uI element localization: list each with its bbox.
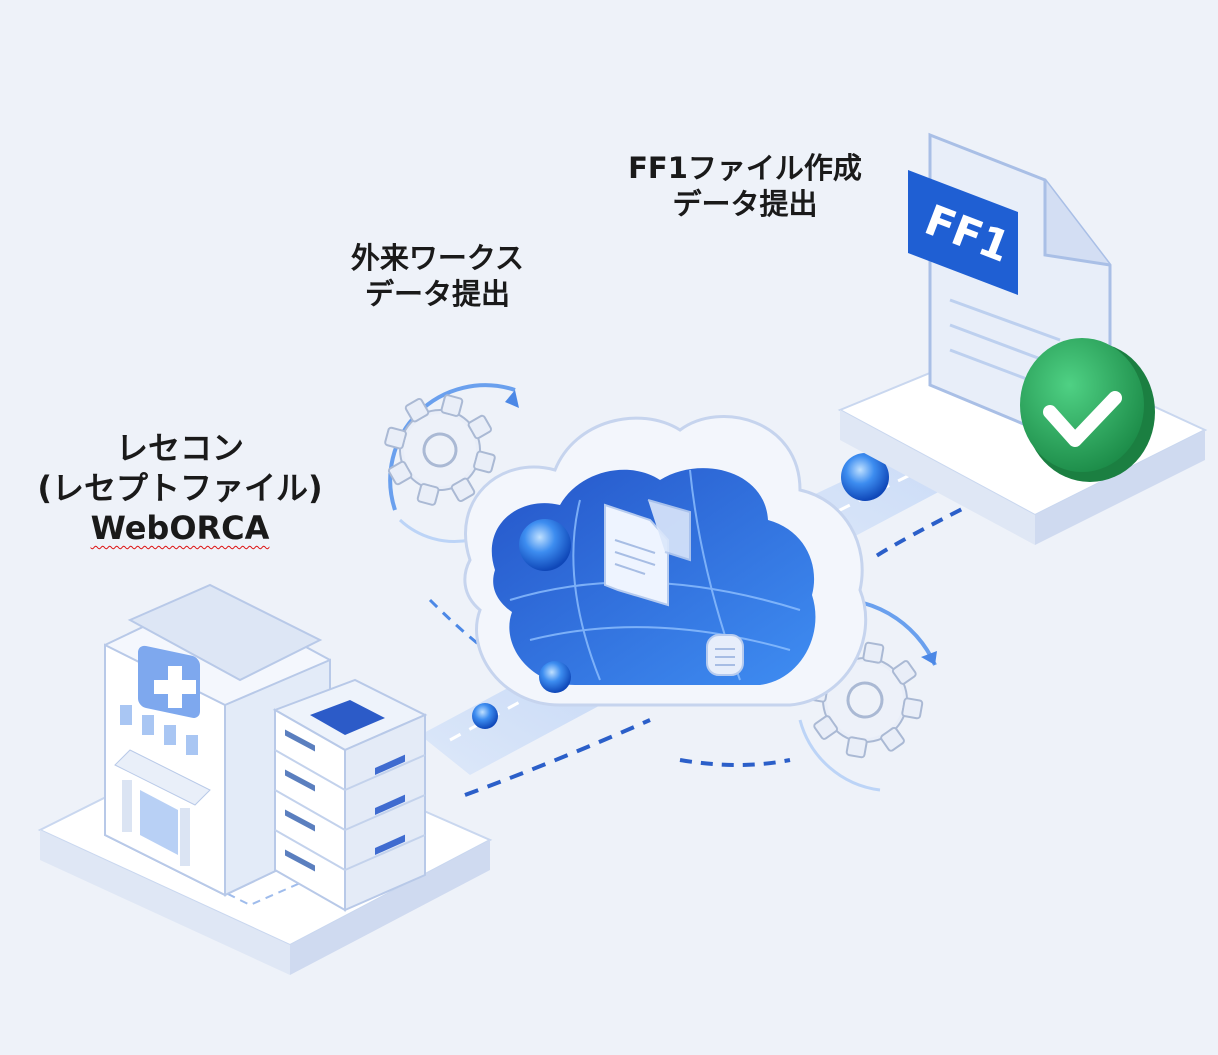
check-icon: [1020, 338, 1155, 482]
server-icon: [272, 678, 428, 912]
gairai-works-label: 外来ワークス データ提出: [300, 240, 575, 313]
ff1-submission-label: FF1ファイル作成 データ提出: [590, 150, 900, 223]
rececon-label-line1: レセコン: [115, 429, 244, 467]
gear-icon: [798, 597, 937, 792]
rececon-label: レセコン (レセプトファイル) WebORCA: [0, 428, 360, 548]
gairai-label-line1: 外来ワークス: [350, 241, 525, 275]
rececon-label-line2: (レセプトファイル): [37, 469, 323, 507]
ff1-label-line1: FF1ファイル作成: [628, 151, 862, 185]
gairai-label-line2: データ提出: [364, 277, 510, 312]
data-orb: [472, 453, 889, 729]
document-icon: [604, 499, 744, 676]
gear-icon: [384, 383, 519, 543]
rececon-label-line3: WebORCA: [90, 509, 270, 547]
ff1-label-line2: データ提出: [672, 187, 818, 222]
